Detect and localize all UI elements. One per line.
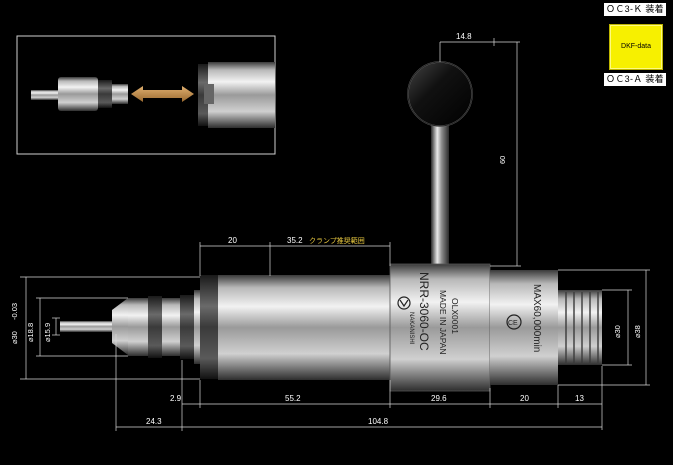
ce-mark-icon: CE (506, 314, 522, 330)
engraving: NAKANISHI NRR-3060-OC MADE IN JAPAN OLX0… (397, 272, 542, 355)
dim-24-3: 24.3 (146, 417, 162, 426)
dim-13: 13 (575, 394, 584, 403)
oc3a-label: ＯＣ3-Ａ 装着 (604, 73, 666, 86)
nakanishi-logo-icon (397, 296, 411, 310)
engraving-origin: MADE IN JAPAN (438, 290, 448, 355)
dim-35-2: 35.2 (287, 236, 303, 245)
handle-lever (407, 61, 473, 265)
dim-dia-30: ⌀30 (10, 331, 19, 344)
inset-photo (16, 35, 276, 155)
dim-dia-38: ⌀38 (633, 325, 642, 338)
connect-arrow-icon (131, 86, 194, 102)
dimension-labels: 14.8 60 20 35.2 クランプ推奨範囲 2.9 55.2 29.6 2… (10, 32, 642, 426)
dim-29-6: 29.6 (431, 394, 447, 403)
dim-55-2: 55.2 (285, 394, 301, 403)
dim-2-9: 2.9 (170, 394, 182, 403)
dkf-data-button[interactable]: DKF-data (609, 24, 663, 70)
engraving-serial: OLX0001 (450, 298, 460, 334)
dim-20-bottom: 20 (520, 394, 529, 403)
dim-60: 60 (498, 156, 507, 164)
spindle-body (60, 263, 602, 392)
dim-dia-15-9: ⌀15.9 (43, 323, 52, 342)
engraving-model: NRR-3060-OC (417, 272, 431, 351)
dim-104-8: 104.8 (368, 417, 389, 426)
dim-20-top: 20 (228, 236, 237, 245)
oc3k-label: ＯＣ3-Ｋ 装着 (604, 3, 666, 16)
dimension-lines (20, 38, 650, 431)
engraving-brand: NAKANISHI (408, 312, 414, 345)
engraving-ce: CE (508, 320, 518, 327)
dim-14-8: 14.8 (456, 32, 472, 41)
dim-dia-18-8: ⌀18.8 (26, 323, 35, 342)
engraving-speed: MAX60,000min (531, 284, 542, 352)
dim-dia-30-tolerance: -0.03 (10, 303, 19, 320)
clamp-range-note: クランプ推奨範囲 (309, 236, 365, 245)
dim-dia-30-right: ⌀30 (613, 325, 622, 338)
